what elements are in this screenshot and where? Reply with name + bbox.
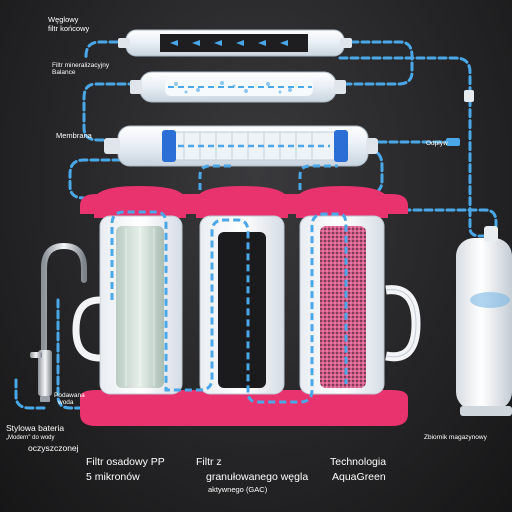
label-feed-water: Podawana woda xyxy=(54,392,85,407)
drain-valve xyxy=(446,90,474,146)
flow-line-to-faucet xyxy=(12,40,130,422)
flow-line-housing-to-tank xyxy=(390,208,498,238)
flow-line-faucet xyxy=(14,378,46,410)
mineral-filter xyxy=(130,71,346,103)
faucet xyxy=(30,242,87,402)
label-sediment-line2: 5 mikronów xyxy=(86,471,140,484)
housing-base xyxy=(80,186,408,426)
label-aquagreen-line1: Technologia xyxy=(330,456,387,468)
label-faucet: Stylowa bateria „Modern" do wody oczyszc… xyxy=(6,423,79,453)
label-mineral-filter-line1: Filtr mineralizacyjny xyxy=(52,62,110,69)
final-filter xyxy=(118,29,352,57)
label-faucet-line1: Stylowa bateria xyxy=(6,423,65,433)
label-final-filter-line2: filtr końcowy xyxy=(48,23,90,33)
label-gac-line3: aktywnego (GAC) xyxy=(208,485,268,495)
label-aquagreen-line2: AquaGreen xyxy=(332,471,386,484)
flow-line-membrane-left xyxy=(68,158,122,200)
sediment-housing xyxy=(99,215,183,395)
flow-line-feed xyxy=(56,298,102,410)
label-membrane: Membrana xyxy=(56,131,92,140)
label-storage-tank: Zbiornik magazynowy xyxy=(424,434,487,441)
label-feed-water-line1: Podawana xyxy=(54,392,85,399)
label-final-filter-line1: Węglowy xyxy=(48,15,79,24)
label-sediment-line1: Filtr osadowy PP xyxy=(86,456,165,468)
label-gac-line2: granułowanego węgla xyxy=(206,471,309,484)
label-gac-filter: Filtr z granułowanego węgla aktywnego (G… xyxy=(196,456,308,495)
label-gac-line1: Filtr z xyxy=(196,456,222,468)
housing-handle-left xyxy=(72,296,101,362)
gac-housing xyxy=(199,215,285,395)
label-faucet-line2: „Modern" do wody xyxy=(6,434,55,441)
label-aquagreen: Technologia AquaGreen xyxy=(330,456,386,483)
label-feed-water-line2: woda xyxy=(58,399,74,407)
label-mineral-filter-line2: Balance xyxy=(52,69,76,77)
label-mineral-filter: Filtr mineralizacyjny Balance xyxy=(52,62,109,77)
membrane-unit xyxy=(104,125,378,167)
label-sediment-filter: Filtr osadowy PP 5 mikronów xyxy=(86,456,165,483)
storage-tank xyxy=(456,226,512,416)
label-faucet-line3: oczyszczonej xyxy=(28,442,79,453)
aquagreen-housing xyxy=(299,215,385,395)
flow-line-final-to-mineral xyxy=(338,40,414,86)
label-final-filter: Węglowy filtr końcowy xyxy=(48,15,90,33)
label-drain: Odpływ xyxy=(426,140,448,147)
flow-line-to-tank xyxy=(338,56,494,238)
housing-flow xyxy=(110,164,348,404)
flow-line-mineral-to-membrane xyxy=(82,82,138,142)
